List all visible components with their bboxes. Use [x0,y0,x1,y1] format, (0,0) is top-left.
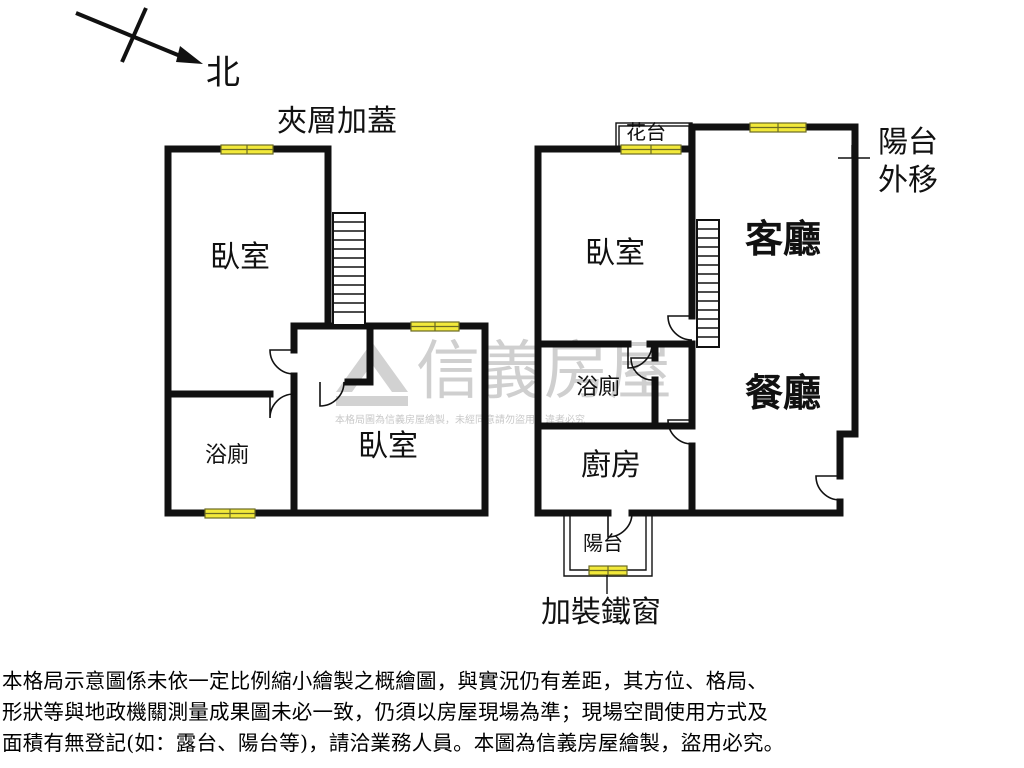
watermark: 信義房屋 本格局圖為信義房屋繪製，未經同意請勿盜用，違者必究 [335,335,672,426]
right-bedroom-label: 臥室 [585,236,645,271]
disclaimer: 本格局示意圖係未依一定比例縮小繪製之概繪圖，與實況仍有差距，其方位、格局、 形狀… [2,666,1022,759]
left-windows [204,144,460,519]
disclaimer-line-1: 本格局示意圖係未依一定比例縮小繪製之概繪圖，與實況仍有差距，其方位、格局、 [2,669,768,693]
right-windows [588,122,807,576]
floor-plan: 北 夾層加蓋 信義房屋 本格局圖為信義房屋繪製，未經同意請勿盜用，違者必究 [75,7,938,630]
right-bathroom-label: 浴廁 [576,375,620,400]
right-doors [607,315,841,538]
door-bathroom-side [630,357,656,381]
door-balcony [607,512,633,538]
door-right-bathroom [627,343,653,369]
kitchen-label: 廚房 [581,448,641,483]
compass: 北 [75,7,240,93]
iron-window-label: 加裝鐵窗 [541,595,661,630]
left-bedroom-top-label: 臥室 [210,240,270,275]
planter-label: 花台 [626,120,666,144]
disclaimer-line-3: 面積有無登記(如：露台、陽台等)，請洽業務人員。本圖為信義房屋繪製，盜用必究。 [2,731,785,755]
watermark-notice: 本格局圖為信義房屋繪製，未經同意請勿盜用，違者必究 [335,413,585,426]
north-label: 北 [206,53,240,93]
door-right-bedroom [667,315,693,341]
living-room-label: 客廳 [745,216,821,261]
door-bathroom-left [269,393,295,419]
balcony-moved-line1: 陽台 [878,125,938,160]
left-bathroom-label: 浴廁 [205,443,249,468]
door-bedroom-bottom [319,381,345,407]
dining-room-label: 餐廳 [745,370,821,415]
door-kitchen [667,419,693,445]
left-stairs [332,212,366,326]
right-stairs [696,219,720,348]
door-bedroom-top [269,349,295,375]
balcony-moved-line2: 外移 [878,163,938,198]
mezzanine-title: 夾層加蓋 [277,104,397,139]
left-doors [269,349,345,419]
left-bedroom-bottom-label: 臥室 [358,429,418,464]
balcony-label: 陽台 [583,531,623,555]
disclaimer-line-2: 形狀等與地政機關測量成果圖未必一致，仍須以房屋現場為準；現場空間使用方式及 [2,700,768,724]
door-entrance [815,475,841,501]
